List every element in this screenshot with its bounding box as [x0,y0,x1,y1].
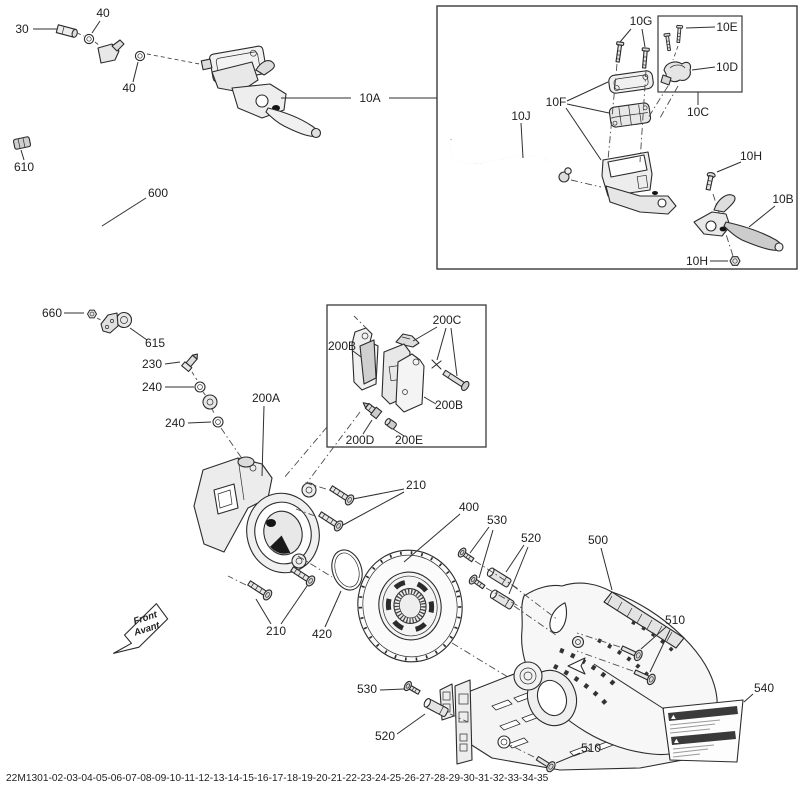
brake-lever-10b [693,194,784,252]
screw-10e-second [663,32,673,52]
callout-200d: 200D [346,433,375,447]
nut-660 [87,309,97,319]
bleeder-230 [181,353,198,373]
footer-part-code: 22M1301-02-03-04-05-06-07-08-09-10-11-12… [6,773,549,784]
callout-520-bottom: 520 [375,729,395,743]
callout-200a: 200A [252,391,280,405]
callout-30: 30 [15,22,29,36]
screw-10g-left [613,41,625,63]
warning-decal-540 [662,699,744,763]
pad-pin-200c [442,369,470,392]
callout-10c: 10C [687,105,709,119]
pads-kit-box [326,304,487,448]
callout-500: 500 [588,533,608,547]
callout-230: 230 [142,357,162,371]
washer-240-b [212,416,224,428]
callout-200b-left: 200B [328,339,356,353]
callout-610: 610 [14,160,34,174]
callout-400: 400 [459,500,479,514]
callout-200b-right: 200B [435,398,463,412]
callout-530-bottom: 530 [357,682,377,696]
reservoir-body-10f [601,151,677,215]
callout-660: 660 [42,306,62,320]
inset-inner-box-10c [657,15,743,93]
pad-pin-clip-200c [431,359,442,370]
reservoir-diaphragm-10f [608,102,652,128]
callout-615: 615 [145,336,165,350]
caliper-bolt-210-1 [327,482,357,507]
inset-detail-box [436,5,798,270]
callout-10j: 10J [511,109,530,123]
screw-510-bottom [535,755,556,773]
screw-510-right-1 [620,645,643,662]
callout-10h-bottom: 10H [686,254,708,268]
callout-40-mid: 40 [122,81,136,95]
banjo-fitting-30 [55,24,78,38]
warning-triangle-icon [674,738,679,743]
screw-510-right-2 [633,669,656,686]
callout-240-b: 240 [165,416,185,430]
callout-40-top: 40 [96,6,110,20]
o-ring-40-mid [134,50,146,62]
brake-caliper-200a [193,456,320,574]
callout-10e: 10E [716,20,737,34]
screw-530-bottom [402,679,423,698]
clamp-half-10d [660,61,692,86]
hose-10j [448,139,572,183]
reservoir-cover-10f [608,70,654,94]
warning-bar-1 [668,706,738,721]
direction-mark-arrow [567,657,586,675]
callout-10a: 10A [359,91,380,105]
pivot-bolt-10h [705,171,716,191]
hose-elbow-fitting [97,39,125,64]
o-ring-420 [331,549,363,591]
callout-520-top: 520 [521,531,541,545]
brake-pad-200b-right [395,353,425,413]
master-cylinder-assembly-10a [200,45,322,139]
screw-10g-right [640,47,650,69]
lever-nut-10h [729,256,741,266]
housing-slot [549,602,568,634]
callout-10g: 10G [630,14,653,28]
callout-10d: 10D [716,60,738,74]
callout-10b: 10B [772,192,793,206]
screw-530-top-2 [467,573,488,592]
callout-labels: 30 40 40 610 600 10A 10G 10E 10D 10C 10F… [14,6,794,755]
callout-540: 540 [754,681,774,695]
screw-10e [674,24,684,44]
warning-bar-2 [671,731,736,745]
bleeder-200d [362,402,383,420]
hose-banjo-end [202,394,218,410]
callout-210-bottom: 210 [266,624,286,638]
callout-240-a: 240 [142,380,162,394]
brake-disc-400 [357,549,463,663]
warning-triangle-icon [671,714,676,719]
callout-10f: 10F [546,95,567,109]
spacer-520-top-2 [488,588,516,611]
callout-420: 420 [312,627,332,641]
callout-200c: 200C [433,313,462,327]
callout-510-bottom: 510 [581,741,601,755]
caliper-bolt-210-2 [316,508,346,533]
callout-10h-top: 10H [740,149,762,163]
bleeder-cap-200e [384,418,397,430]
brake-hose-600 [39,57,221,406]
callout-510-right: 510 [665,613,685,627]
pad-spring-clip-200c [395,333,420,348]
leader-lines [20,20,776,764]
front-direction-arrow: Front Avant [113,603,169,654]
brake-pad-200b-left [351,327,379,391]
callout-200e: 200E [395,433,423,447]
callout-210-top: 210 [406,478,426,492]
callout-530-top: 530 [487,513,507,527]
hose-guide-615 [100,311,133,334]
hose-clamp-610 [12,136,32,150]
caliper-bolt-210-3 [245,577,275,602]
callout-600: 600 [148,186,168,200]
o-ring-40-top [83,33,95,45]
washer-240-a [194,381,206,393]
